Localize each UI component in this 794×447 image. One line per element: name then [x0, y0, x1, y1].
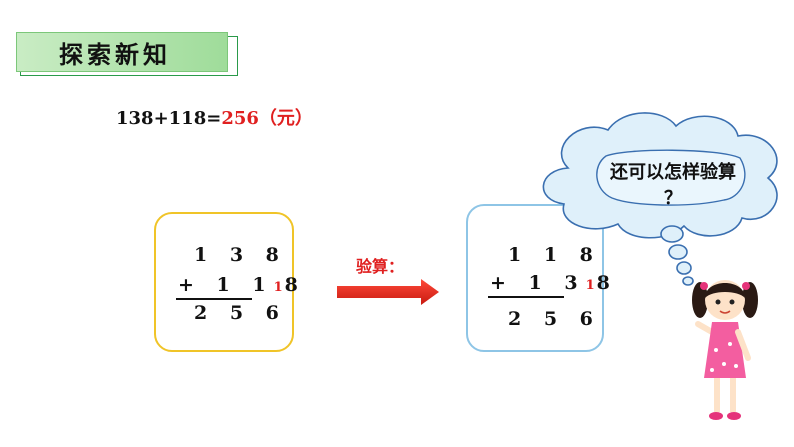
thought-bubble-text: 还可以怎样验算 ？ [560, 160, 786, 212]
sum-result: 2 5 6 [194, 302, 287, 324]
equation-answer: 256 [221, 108, 259, 129]
addend-2-last: 8 [285, 274, 306, 296]
verify-sum-result: 2 5 6 [508, 308, 601, 330]
equation: 138+118=256（元） [116, 104, 313, 130]
girl-character-icon [690, 270, 760, 430]
section-title: 探索新知 [59, 35, 171, 70]
addend-1: 1 3 8 [194, 244, 287, 266]
equation-unit: （元） [259, 108, 313, 129]
bubble-line-1: 还可以怎样验算 [560, 160, 786, 186]
bubble-line-2: ？ [560, 186, 786, 212]
right-arrow-icon [337, 279, 441, 305]
section-title-banner: 探索新知 [16, 32, 228, 72]
carry-mark: 1 [274, 280, 283, 295]
equation-expression: 138+118= [116, 108, 221, 129]
verify-sum-line [488, 296, 564, 298]
addend-2-prefix: + 1 1 [178, 274, 274, 296]
verify-label: 验算： [356, 253, 404, 277]
sum-line [176, 298, 252, 300]
